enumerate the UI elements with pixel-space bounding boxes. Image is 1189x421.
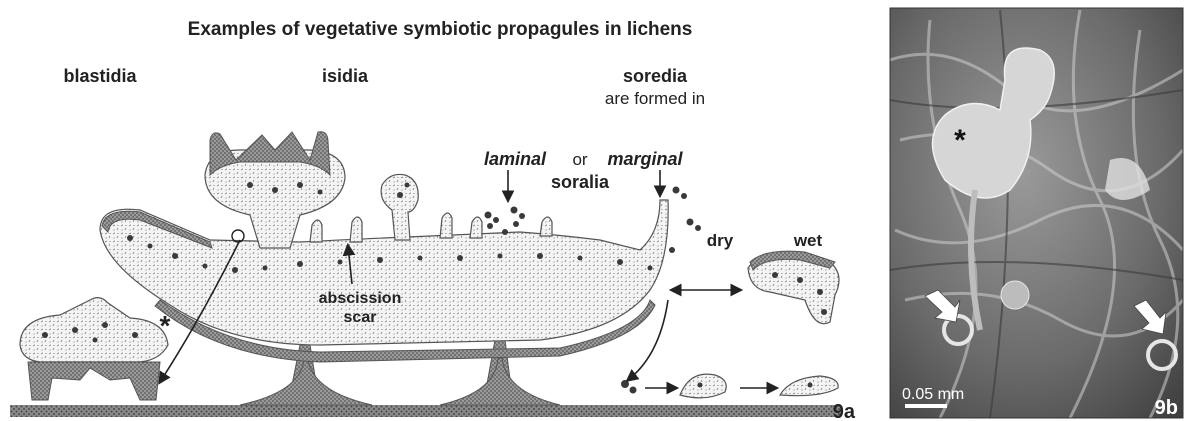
figure-title: Examples of vegetative symbiotic propagu… bbox=[188, 19, 693, 40]
blastidia-thallus bbox=[20, 298, 168, 400]
panel-label-9a: 9a bbox=[833, 401, 856, 421]
soredia-marginal bbox=[669, 187, 701, 254]
heading-soredia: soredia bbox=[623, 66, 688, 86]
label-dry: dry bbox=[707, 231, 734, 250]
label-soralia: soralia bbox=[551, 172, 610, 192]
thallus-fragment bbox=[748, 251, 839, 324]
germinating-soredia bbox=[621, 374, 838, 398]
soredia-laminal bbox=[485, 207, 526, 236]
label-scar: scar bbox=[344, 309, 377, 326]
label-marginal: marginal bbox=[607, 149, 683, 169]
scale-bar-label: 0.05 mm bbox=[902, 386, 964, 403]
asterisk-marker-b: * bbox=[954, 124, 966, 157]
heading-isidia: isidia bbox=[322, 66, 369, 86]
heading-soredia-sub: are formed in bbox=[605, 89, 705, 108]
substrate-bar bbox=[10, 405, 840, 417]
label-laminal: laminal bbox=[484, 149, 547, 169]
panel-9a-diagram: Examples of vegetative symbiotic propagu… bbox=[10, 19, 856, 421]
asterisk-marker-a: * bbox=[160, 310, 171, 341]
scale-bar bbox=[905, 404, 947, 408]
label-or: or bbox=[572, 150, 587, 169]
panel-label-9b: 9b bbox=[1155, 397, 1178, 419]
panel-9b-photo: * 0.05 mm 9b bbox=[890, 8, 1183, 419]
isidium-small bbox=[381, 174, 418, 240]
label-wet: wet bbox=[793, 231, 823, 250]
heading-blastidia: blastidia bbox=[63, 66, 137, 86]
label-abscission: abscission bbox=[319, 290, 402, 307]
